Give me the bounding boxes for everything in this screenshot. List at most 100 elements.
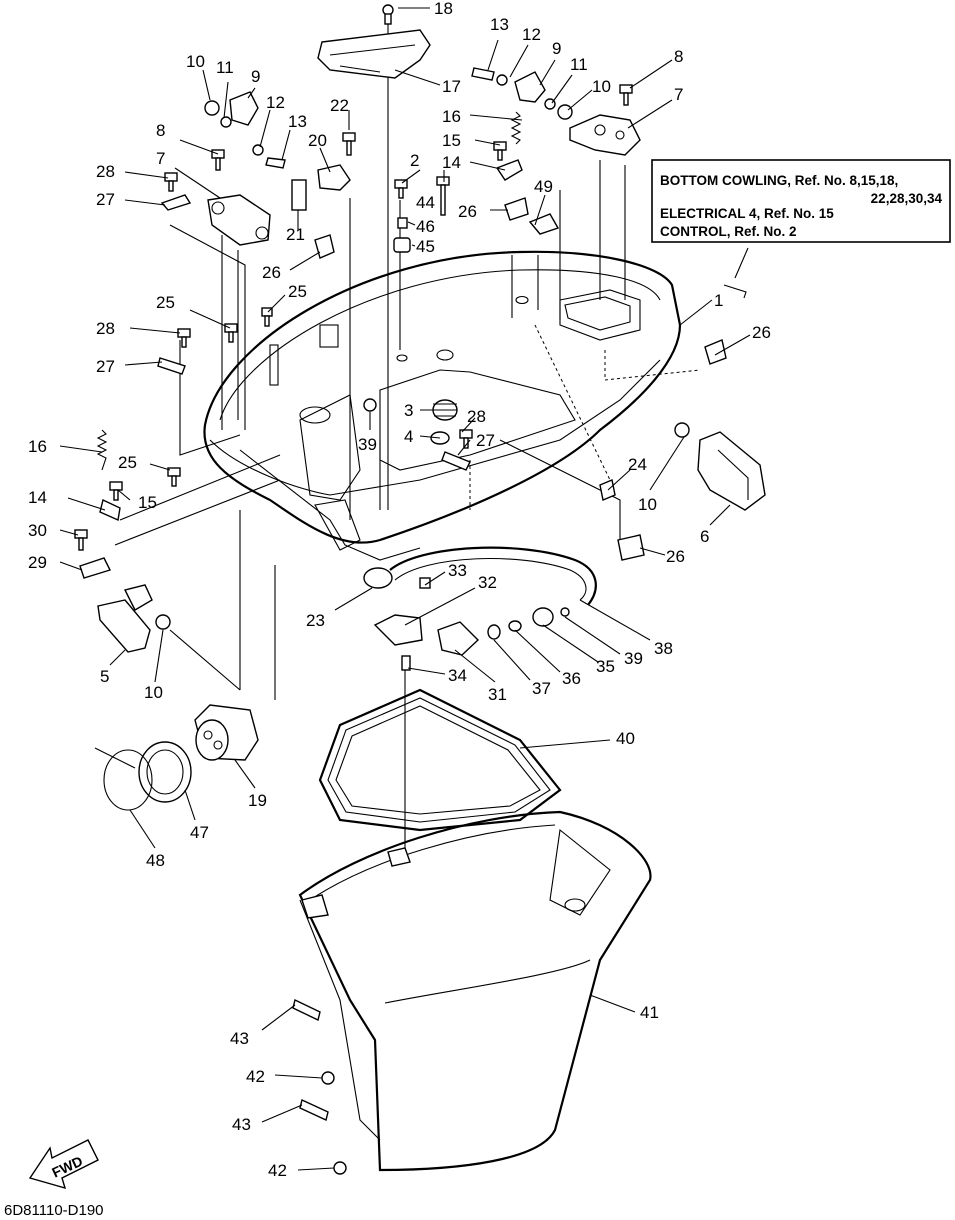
callout-42: 42 bbox=[246, 1067, 265, 1086]
callout-26: 26 bbox=[666, 547, 685, 566]
bolts-group bbox=[74, 84, 633, 551]
ref-line-1: BOTTOM COWLING, Ref. No. 8,15,18, bbox=[660, 173, 898, 188]
callout-28: 28 bbox=[96, 319, 115, 338]
part-9-clip-right bbox=[514, 71, 546, 103]
callout-9: 9 bbox=[251, 67, 260, 86]
callout-4: 4 bbox=[404, 427, 413, 446]
callout-10: 10 bbox=[144, 683, 163, 702]
callout-28: 28 bbox=[467, 407, 486, 426]
callout-3: 3 bbox=[404, 401, 413, 420]
callout-11: 11 bbox=[216, 58, 234, 77]
callout-46: 46 bbox=[416, 217, 435, 236]
callout-19: 19 bbox=[248, 791, 267, 810]
callout-18: 18 bbox=[434, 0, 453, 18]
ref-pointer bbox=[723, 247, 749, 299]
diagram-code: 6D81110-D190 bbox=[4, 1202, 104, 1219]
part-12-13-screws bbox=[252, 67, 508, 169]
part-17-guide bbox=[317, 29, 431, 79]
callout-7: 7 bbox=[674, 85, 683, 104]
callout-14: 14 bbox=[28, 488, 47, 507]
part-24-fitting bbox=[599, 479, 616, 501]
part-10-11-grommets bbox=[155, 98, 690, 630]
parts-31-39-fittings bbox=[373, 577, 570, 671]
callout-36: 36 bbox=[562, 669, 581, 688]
callout-8: 8 bbox=[156, 121, 165, 140]
callout-1: 1 bbox=[714, 291, 723, 310]
callout-27: 27 bbox=[96, 190, 115, 209]
part-20-21-holder bbox=[291, 164, 351, 211]
callout-32: 32 bbox=[478, 573, 497, 592]
callout-25: 25 bbox=[288, 282, 307, 301]
part-9-clip-left bbox=[229, 91, 259, 126]
reference-box: BOTTOM COWLING, Ref. No. 8,15,18, 22,28,… bbox=[651, 159, 951, 243]
part-23-hose bbox=[363, 546, 597, 606]
callout-13: 13 bbox=[288, 112, 307, 131]
callout-40: 40 bbox=[616, 729, 635, 748]
callout-27: 27 bbox=[476, 431, 495, 450]
callout-14: 14 bbox=[442, 153, 461, 172]
callout-labels: 18 17 13 12 9 11 10 8 7 16 15 14 10 11 9… bbox=[28, 0, 771, 1180]
callout-5: 5 bbox=[100, 667, 109, 686]
part-7-bracket-right bbox=[569, 114, 641, 156]
callout-leaders bbox=[59, 7, 751, 1171]
callout-7: 7 bbox=[156, 149, 165, 168]
part-6-bracket bbox=[697, 431, 766, 511]
callout-13: 13 bbox=[490, 15, 509, 34]
callout-11: 11 bbox=[570, 55, 588, 74]
callout-16: 16 bbox=[28, 437, 47, 456]
part-19-connector bbox=[194, 704, 259, 761]
callout-26: 26 bbox=[458, 202, 477, 221]
callout-15: 15 bbox=[442, 131, 461, 150]
alignment-lines bbox=[114, 22, 701, 850]
callout-35: 35 bbox=[596, 657, 615, 676]
callout-33: 33 bbox=[448, 561, 467, 580]
callout-37: 37 bbox=[532, 679, 551, 698]
callout-25: 25 bbox=[156, 293, 175, 312]
callout-42: 42 bbox=[268, 1161, 287, 1180]
callout-31: 31 bbox=[488, 685, 507, 704]
part-48-band bbox=[94, 747, 153, 811]
callout-26: 26 bbox=[752, 323, 771, 342]
callout-45: 45 bbox=[416, 237, 435, 256]
callout-17: 17 bbox=[442, 77, 461, 96]
callout-43: 43 bbox=[230, 1029, 249, 1048]
callout-47: 47 bbox=[190, 823, 209, 842]
part-47-ring bbox=[138, 741, 192, 803]
callout-12: 12 bbox=[522, 25, 541, 44]
part-41-apron bbox=[298, 810, 652, 1172]
callout-44: 44 bbox=[416, 193, 435, 212]
callout-38: 38 bbox=[654, 639, 673, 658]
ref-line-3: ELECTRICAL 4, Ref. No. 15 bbox=[660, 206, 834, 221]
callout-41: 41 bbox=[640, 1003, 659, 1022]
callout-26: 26 bbox=[262, 263, 281, 282]
callout-8: 8 bbox=[674, 47, 683, 66]
callout-21: 21 bbox=[286, 225, 305, 244]
callout-49: 49 bbox=[534, 177, 553, 196]
callout-12: 12 bbox=[266, 93, 285, 112]
callout-27: 27 bbox=[96, 357, 115, 376]
callout-43: 43 bbox=[232, 1115, 251, 1134]
part-5-bracket bbox=[97, 584, 153, 653]
callout-22: 22 bbox=[330, 96, 349, 115]
part-16-springs bbox=[96, 111, 522, 471]
part-18-bolt bbox=[382, 4, 394, 25]
fwd-arrow-icon: FWD bbox=[28, 1139, 99, 1190]
callout-20: 20 bbox=[308, 131, 327, 150]
callout-39: 39 bbox=[358, 435, 377, 454]
callout-39: 39 bbox=[624, 649, 643, 668]
part-40-seal bbox=[318, 688, 562, 832]
latches-group bbox=[79, 159, 523, 579]
callout-23: 23 bbox=[306, 611, 325, 630]
part-49-label bbox=[528, 213, 560, 235]
callout-10: 10 bbox=[186, 52, 205, 71]
callout-29: 29 bbox=[28, 553, 47, 572]
ref-line-2: 22,28,30,34 bbox=[871, 191, 943, 206]
part-45-46 bbox=[393, 217, 411, 253]
callout-16: 16 bbox=[442, 107, 461, 126]
parts-42-43 bbox=[292, 998, 347, 1175]
callout-24: 24 bbox=[628, 455, 647, 474]
callout-6: 6 bbox=[700, 527, 709, 546]
callout-15: 15 bbox=[138, 493, 157, 512]
part-39-clip bbox=[363, 398, 377, 412]
